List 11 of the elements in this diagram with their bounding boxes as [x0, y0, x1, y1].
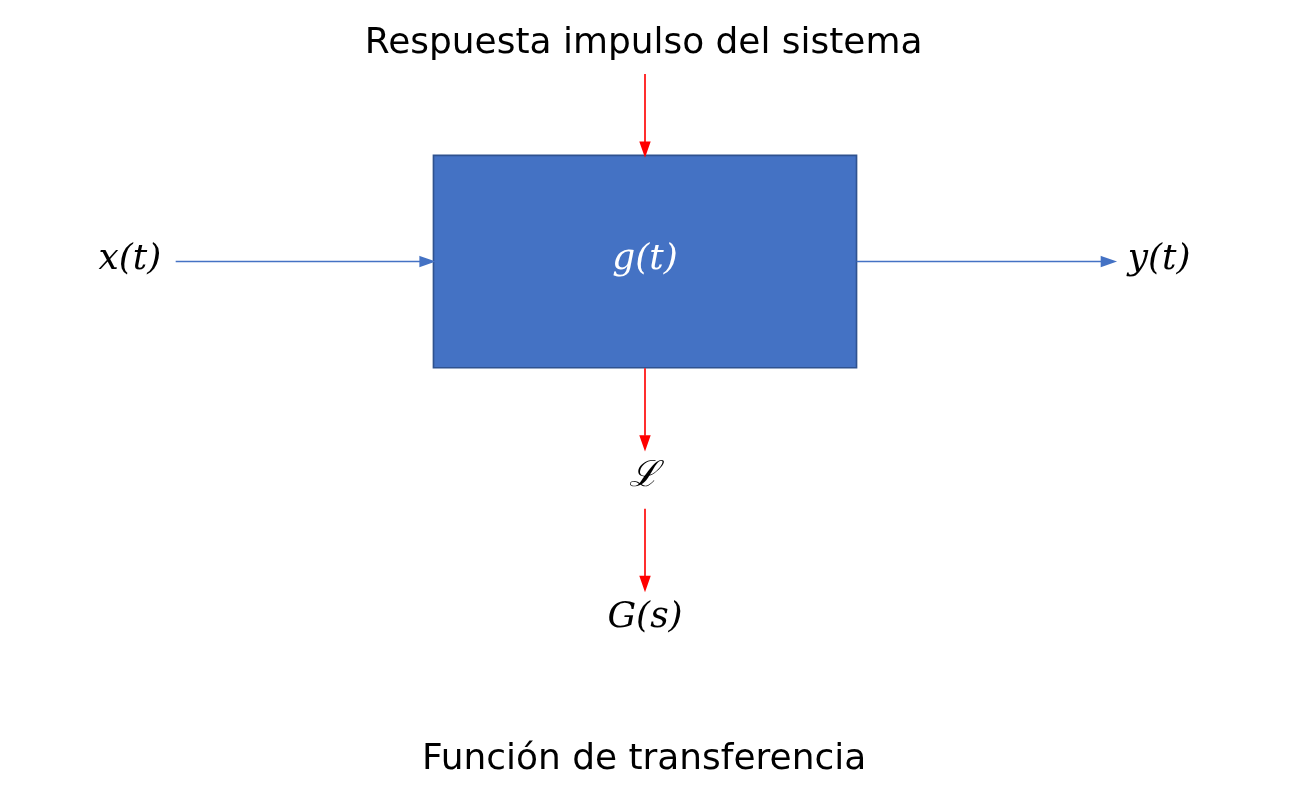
node-text: Respuesta impulso del sistema [364, 20, 922, 62]
node-text: y(t) [1127, 236, 1190, 278]
node-label: Función de transferencia [421, 735, 866, 777]
arrow [638, 367, 651, 452]
arrow [638, 73, 651, 158]
arrow [174, 255, 436, 268]
arrow [638, 508, 651, 593]
arrow [855, 255, 1117, 268]
node-text: G(s) [606, 593, 683, 635]
node-box: g(t) [432, 154, 857, 369]
node-text: x(t) [98, 236, 161, 278]
